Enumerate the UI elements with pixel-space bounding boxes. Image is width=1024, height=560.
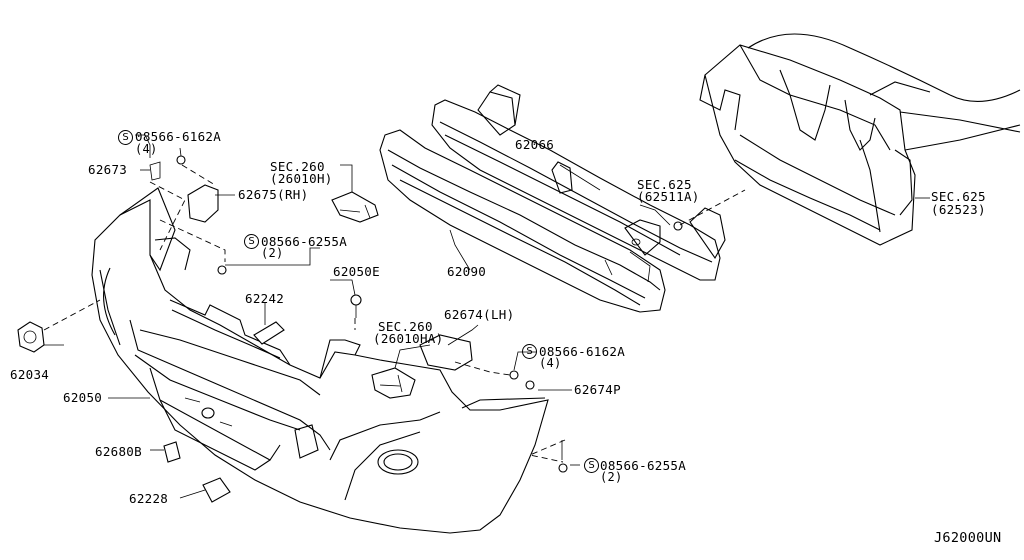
label-62674P: 62674P — [574, 382, 621, 397]
label-62675-rh: 62675(RH) — [238, 187, 309, 202]
label-sec260-lh-ref: (26010HA) — [373, 331, 444, 346]
label-62090: 62090 — [447, 264, 487, 279]
label-sec625-right: SEC.625 — [931, 189, 986, 204]
label-sec625-mid: SEC.625 — [637, 177, 692, 192]
clip-62050E — [350, 294, 362, 306]
label-62242: 62242 — [245, 291, 285, 306]
tow-hook-cover-62228 — [202, 477, 231, 503]
fog-lamp-cover-62034 — [17, 321, 45, 353]
sensor-rh — [331, 191, 379, 223]
label-62228: 62228 — [129, 491, 169, 506]
screw-marker-icon: S — [244, 234, 259, 249]
label-08566-6255A-bot: 08566-6255A — [600, 458, 687, 473]
label-08566-6255A-bot-qty: (2) — [600, 470, 623, 484]
label-sec260-rh: SEC.260 — [270, 159, 325, 174]
bracket-62674-lh — [419, 334, 473, 371]
screw-marker-icon: S — [118, 130, 133, 145]
label-sec260-lh: SEC.260 — [378, 319, 433, 334]
energy-absorber-62066 — [431, 84, 726, 281]
diagram-id: J62000UN — [934, 530, 1002, 546]
label-08566-6255A-top-qty: (2) — [261, 246, 284, 260]
label-62050: 62050 — [63, 390, 103, 405]
label-sec260-rh-ref: (26010H) — [270, 171, 333, 186]
label-08566-6162A-top: 08566-6162A — [135, 129, 222, 144]
small-parts — [17, 155, 683, 503]
clip-62680B — [163, 441, 181, 463]
label-62050E: 62050E — [333, 264, 380, 279]
bracket-62242 — [253, 321, 285, 345]
label-62034: 62034 — [10, 367, 50, 382]
screw-marker-icon: S — [584, 458, 599, 473]
label-08566-6162A-bot: 08566-6162A — [539, 344, 626, 359]
label-sec625-right-ref: (62523) — [931, 202, 986, 217]
label-08566-6162A-bot-qty: (4) — [539, 356, 562, 370]
label-62066: 62066 — [515, 137, 555, 152]
leader-lines — [43, 134, 930, 499]
radiator-core-support — [699, 33, 1021, 246]
label-sec625-mid-ref: (62511A) — [637, 189, 700, 204]
bracket-62675-rh — [187, 184, 219, 223]
bumper-fascia-62050 — [91, 187, 549, 534]
label-62674-lh: 62674(LH) — [444, 307, 515, 322]
label-62673: 62673 — [88, 162, 128, 177]
screw-marker-icon: S — [522, 344, 537, 359]
label-08566-6162A-top-qty: (4) — [135, 142, 158, 156]
label-08566-6255A-top: 08566-6255A — [261, 234, 348, 249]
label-62680B: 62680B — [95, 444, 142, 459]
reinforcement-62090 — [379, 129, 666, 313]
